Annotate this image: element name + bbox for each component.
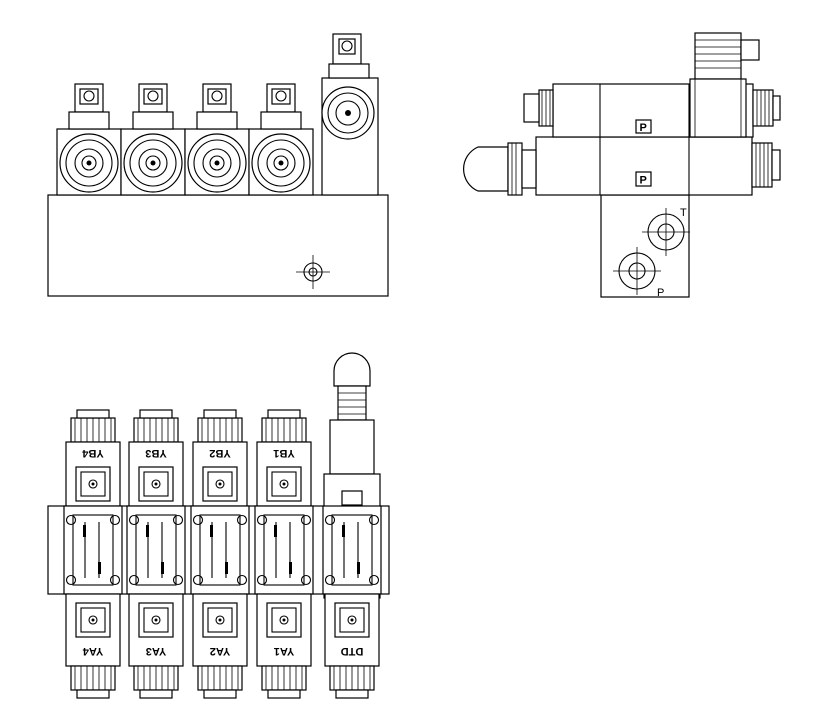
solenoid-label-bottom-2: YA3 (146, 645, 166, 657)
solenoid-label-top-2: YB3 (145, 447, 166, 459)
upper-connector-left (523, 89, 554, 127)
solenoid-front-2 (120, 83, 186, 196)
solenoid-label-top-3: YB2 (209, 447, 230, 459)
side-manifold (600, 194, 690, 298)
solenoid-front-3 (184, 83, 250, 196)
lower-connector-right (751, 142, 781, 188)
svg-text:P: P (640, 175, 647, 187)
solenoid-label-bottom-4: YA1 (274, 645, 294, 657)
upper-connector-right (752, 89, 781, 127)
solenoid-front-1 (56, 83, 122, 196)
port-t-hole (642, 208, 690, 256)
mount-hole-front (296, 255, 330, 289)
solenoid-front-4 (248, 83, 314, 196)
port-p-hole (613, 247, 661, 295)
port-p-label: P (657, 287, 664, 299)
valve-top-5: DTD (322, 505, 382, 699)
port-tag-upper: P (635, 119, 652, 134)
solenoid-label-bottom-3: YA2 (210, 645, 230, 657)
vertical-solenoid-coil (689, 32, 760, 138)
solenoid-label-bottom-1: YA4 (82, 645, 103, 657)
solenoid-label-top-4: YB1 (273, 447, 294, 459)
side-view: T P (462, 32, 781, 299)
solenoid-label-bottom-5: DTD (341, 645, 364, 657)
port-t-label: T (680, 207, 687, 219)
solenoid-label-top-1: YB4 (81, 447, 103, 459)
port-tag-lower: P (635, 171, 652, 187)
front-view (47, 33, 389, 297)
svg-text:P: P (640, 122, 647, 134)
end-valve-front (321, 33, 379, 196)
manifold-block (47, 194, 389, 297)
manual-override-dome (462, 142, 537, 196)
